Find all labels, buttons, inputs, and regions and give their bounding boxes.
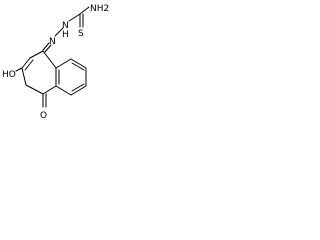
- bond-n-c: [42, 42, 50, 51]
- bond-b4: [70, 85, 87, 96]
- bond-c8b-c1: [42, 50, 57, 69]
- hydrazone-h-label: H: [62, 30, 69, 40]
- bond-b1: [55, 58, 72, 69]
- bond-c1-c2: [29, 50, 44, 59]
- bond-c3-oh: [15, 67, 23, 72]
- bond-c-nh2: [79, 6, 90, 15]
- bond-n-c-double: [44, 44, 52, 53]
- thiosemicarbazone-structure: NH2 S N H N HO O: [2, 4, 109, 121]
- bond-c3-c4: [21, 67, 27, 86]
- quinone-ring-bonds: [15, 50, 57, 108]
- ketone-o-label: O: [40, 111, 47, 121]
- bond-nh-n: [54, 27, 64, 37]
- bond-b2: [70, 58, 87, 69]
- bond-c-nh: [68, 13, 81, 22]
- nh2-label: NH2: [90, 4, 109, 14]
- bond-c2-c3: [21, 57, 31, 69]
- bond-b5: [55, 85, 72, 96]
- hydrazone-n-label: N: [62, 21, 69, 31]
- sulfur-label: S: [78, 29, 84, 39]
- bond-c4-c4a: [25, 84, 44, 95]
- bond-b4-double: [71, 83, 85, 92]
- side-chain-bonds: [42, 6, 90, 53]
- imine-n-label: N: [49, 37, 56, 47]
- hydroxy-label: HO: [2, 70, 16, 80]
- structure-canvas: NH2 S N H N HO O: [0, 0, 109, 131]
- bond-c2-c3-double: [24, 59, 34, 71]
- bond-c4a-c8a: [42, 85, 57, 95]
- benzene-ring-bonds: [55, 58, 87, 96]
- bond-b2-double: [71, 62, 85, 71]
